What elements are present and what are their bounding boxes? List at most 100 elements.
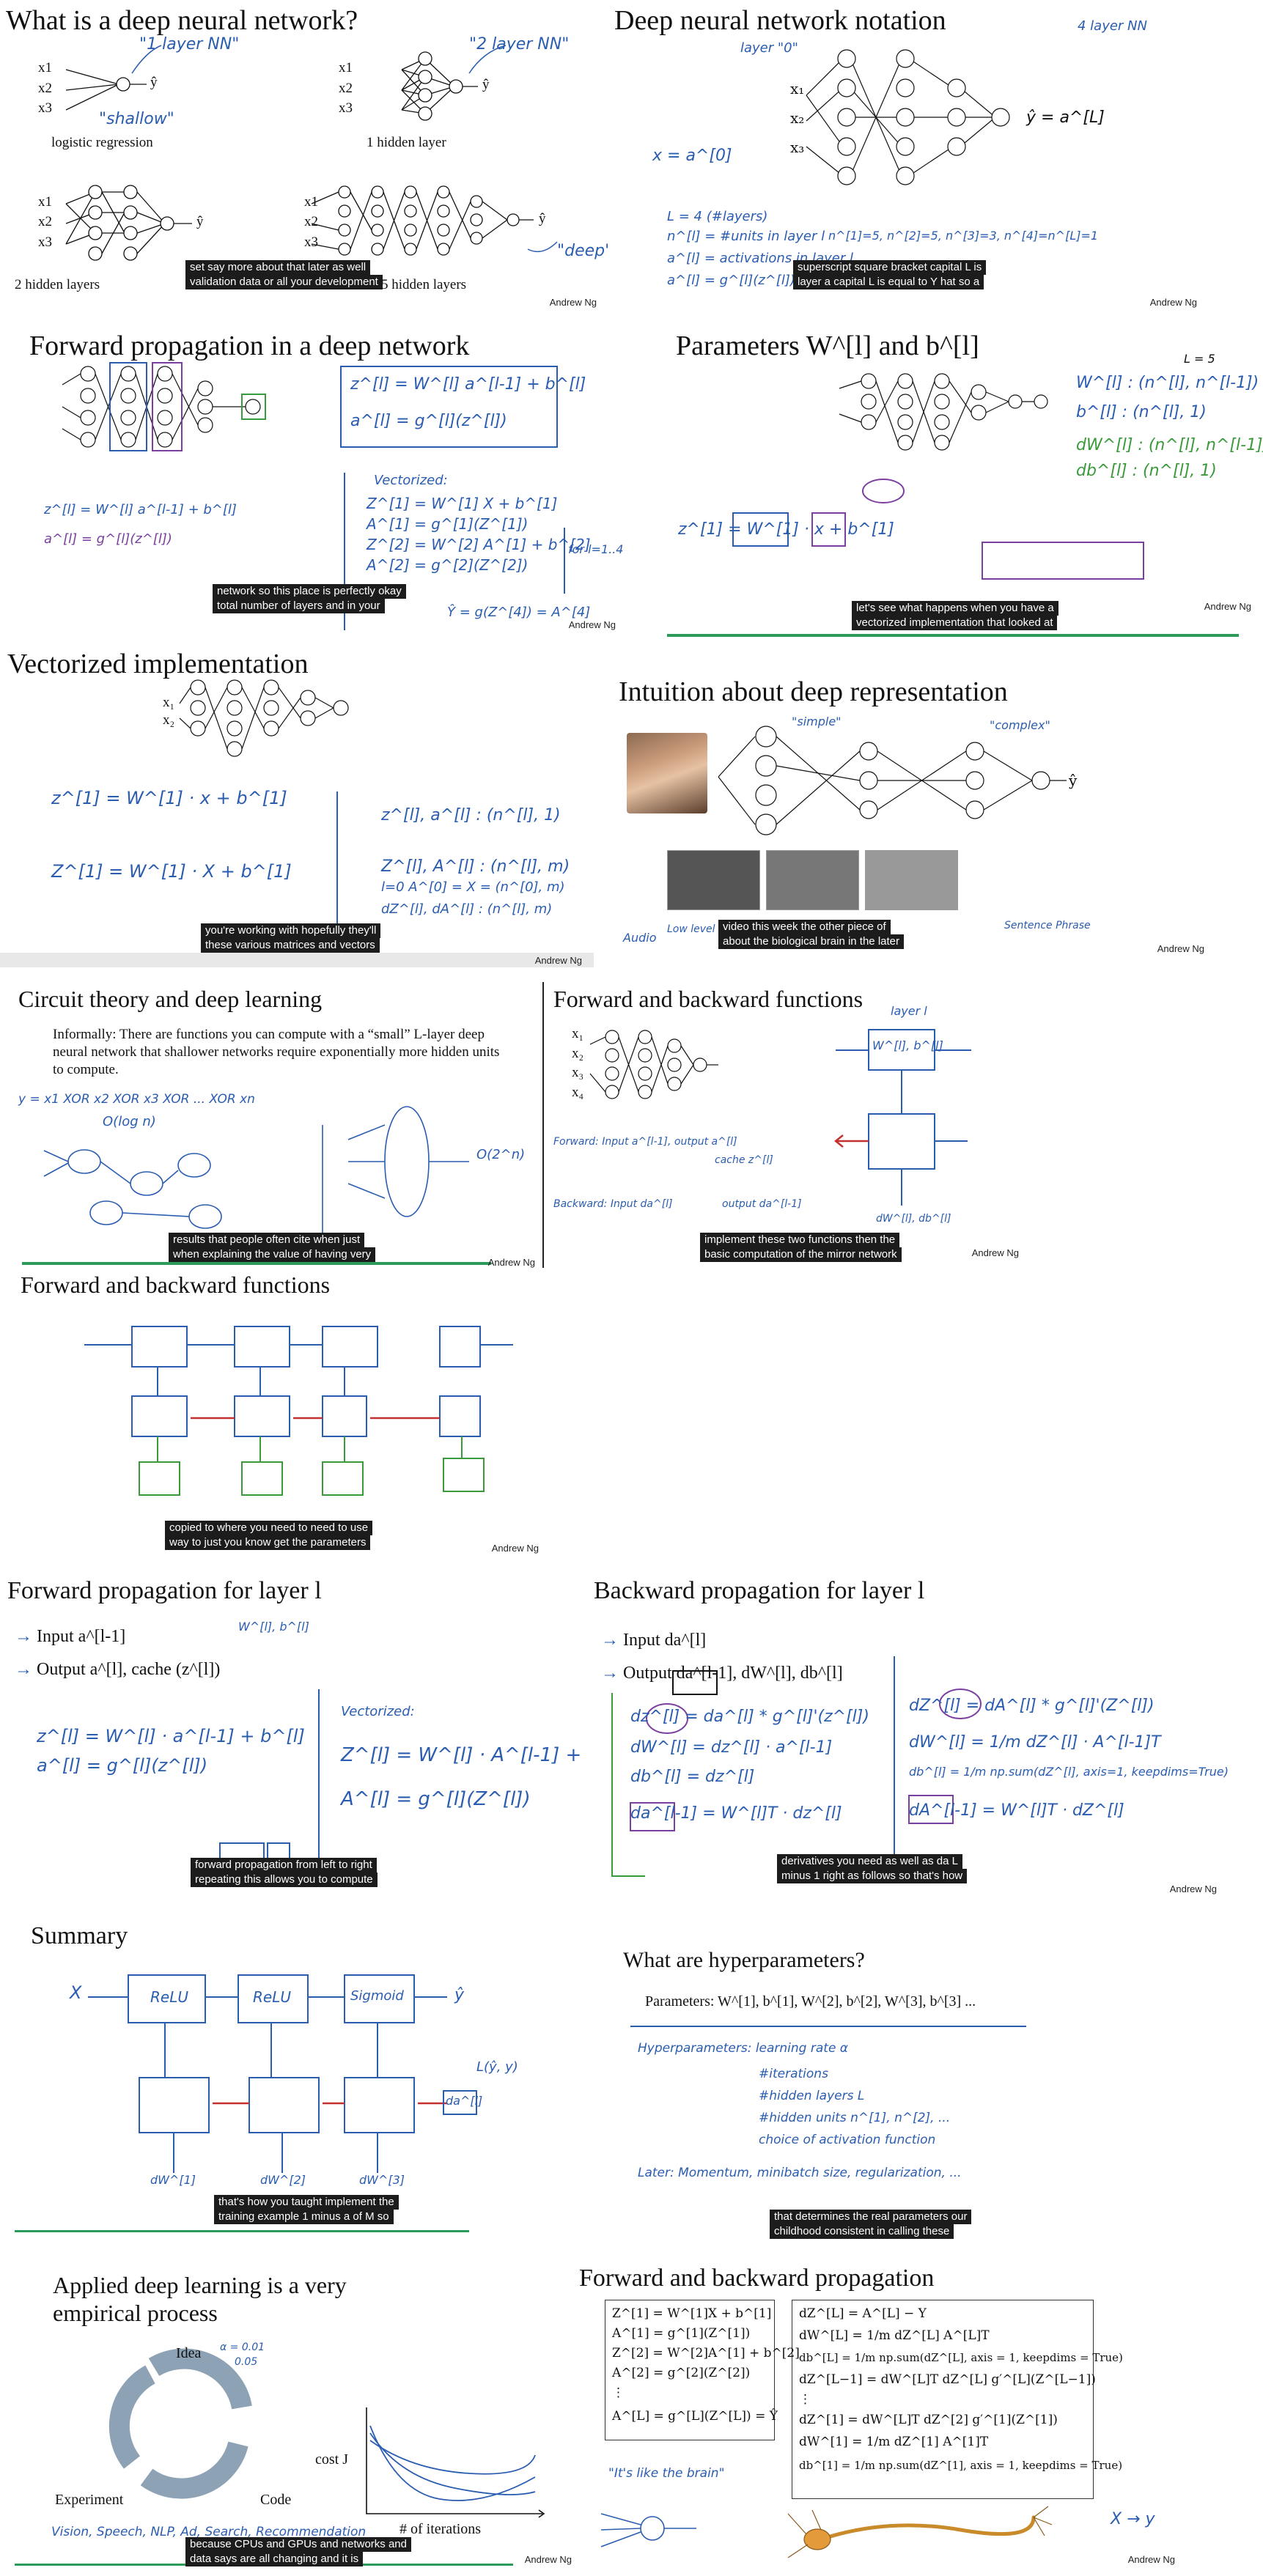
- author-credit: Andrew Ng: [524, 2554, 572, 2565]
- hand-formula: b^[l] : (n^[l], 1): [1076, 403, 1207, 421]
- slide-title: Parameters W^[l] and b^[l]: [676, 331, 979, 361]
- subtitle-line-1: derivatives you need as well as da L: [777, 1854, 962, 1869]
- subtitle-line-2: validation data or all your development: [185, 275, 383, 289]
- network-diagrams: [65, 45, 558, 261]
- hand-note: O(2^n): [476, 1147, 526, 1162]
- author-credit: Andrew Ng: [1149, 297, 1197, 308]
- parameters-diagram: [732, 373, 1144, 580]
- subtitle-line-1: results that people often cite when just: [169, 1233, 365, 1247]
- input-x1: x1: [38, 60, 52, 75]
- author-credit: Andrew Ng: [491, 1543, 539, 1554]
- hand-formula: db^[l] = 1/m np.sum(dZ^[l], axis=1, keep…: [909, 1765, 1229, 1779]
- subtitle-line-1: set say more about that later as well: [185, 260, 371, 275]
- svg-text:ŷ: ŷ: [1068, 772, 1078, 789]
- slide-backward-layer-l: Backward propagation for layer l → Input…: [586, 1568, 1231, 1905]
- cycle-code: Code: [260, 2492, 292, 2508]
- hand-formula: Z^[1] = W^[1] X + b^[1]: [367, 495, 558, 512]
- author-credit: Andrew Ng: [971, 1247, 1019, 1258]
- subtitle-line-2: layer a capital L is equal to Y hat so a: [793, 275, 984, 289]
- hand-note: n^[l] = #units in layer l: [667, 229, 825, 244]
- video-progress-bar[interactable]: [667, 634, 1239, 637]
- hand-formula: db^[l] : (n^[l], 1): [1076, 462, 1217, 480]
- slide-circuit-theory: Circuit theory and deep learning Informa…: [0, 978, 542, 1272]
- hand-formula: l=0 A^[0] = X = (n^[0], m): [381, 879, 565, 895]
- hand-note: da^[l]: [446, 2094, 483, 2108]
- face-features-image: [865, 850, 958, 910]
- slide-forward-backward-functions: Forward and backward functions x₁ x₂ x₃ …: [546, 978, 1092, 1272]
- author-credit: Andrew Ng: [487, 1257, 535, 1268]
- author-credit: Andrew Ng: [534, 955, 582, 966]
- subtitle-line-1: implement these two functions then the: [700, 1233, 900, 1247]
- hand-note: L = 5: [1184, 352, 1215, 366]
- subtitle-line-1: that determines the real parameters our: [770, 2210, 972, 2224]
- bwd-eq: dZ^[L] = A^[L] − Y: [799, 2306, 927, 2321]
- hand-formula: dW^[l] = 1/m dZ^[l] · A^[l-1]T: [909, 1733, 1161, 1752]
- subtitle-line-1: superscript square bracket capital L is: [793, 260, 987, 275]
- slide-parameters: Parameters W^[l] and b^[l] L = 5 W^[l] :…: [660, 322, 1263, 638]
- hand-note: α = 0.01: [220, 2341, 265, 2353]
- slide-forward-backward-chain: Forward and backward functions copied to…: [0, 1272, 546, 1565]
- layer-function-diagram: [589, 1029, 971, 1206]
- xor-tree-diagram: [43, 1106, 469, 1264]
- subtitle-line-1: because CPUs and GPUs and networks and: [185, 2537, 411, 2552]
- input-x3: x3: [304, 235, 318, 250]
- hand-note: W^[l], b^[l]: [238, 1620, 309, 1634]
- vectorized-network: [0, 679, 594, 967]
- hand-note: n^[1]=5, n^[2]=5, n^[3]=3, n^[4]=n^[L]=1: [828, 229, 1099, 243]
- subtitle-line-1: you're working with hopefully they'll: [201, 923, 381, 938]
- subtitle-line-1: network so this place is perfectly okay: [213, 584, 406, 599]
- hand-note: dW^[l], db^[l]: [876, 1213, 951, 1225]
- output-yhat: ŷ: [196, 214, 204, 229]
- hand-formula: z^[l] = W^[l] a^[l-1] + b^[l]: [44, 502, 237, 517]
- hand-note: Sigmoid: [350, 1988, 404, 2004]
- hand-note: "shallow": [99, 110, 174, 128]
- slide-title: Summary: [31, 1922, 128, 1949]
- hand-formula: dW^[l] = dz^[l] · a^[l-1]: [630, 1738, 833, 1757]
- hand-note: "complex": [990, 718, 1050, 732]
- fwd-eq: A^[2] = g^[2](Z^[2]): [612, 2366, 751, 2380]
- hand-formula: dz^[l] = da^[l] * g^[l]'(z^[l]): [630, 1708, 869, 1726]
- hand-note: layer l: [891, 1004, 927, 1018]
- hand-formula: Z^[2] = W^[2] A^[1] + b^[2]: [367, 536, 591, 553]
- slide-title: Vectorized implementation: [7, 649, 309, 679]
- author-credit: Andrew Ng: [549, 297, 597, 308]
- slide-vectorized: Vectorized implementation x₁ x₂ z^[1] = …: [0, 645, 594, 967]
- hand-note: W^[l], b^[l]: [872, 1038, 943, 1052]
- hand-note: ŷ = a^[L]: [1026, 108, 1105, 127]
- hand-note: Sentence Phrase: [1004, 920, 1091, 931]
- slide-empirical-process: Applied deep learning is a very empirica…: [0, 2257, 579, 2572]
- hand-formula: a^[l] = g^[l](z^[l]): [350, 412, 507, 430]
- author-credit: Andrew Ng: [1157, 943, 1204, 954]
- slide-title: Circuit theory and deep learning: [18, 986, 323, 1012]
- hand-formula: z^[l], a^[l] : (n^[l], 1): [381, 806, 561, 824]
- bullet-input: → Input da^[l]: [601, 1631, 707, 1650]
- informal-statement: Informally: There are functions you can …: [53, 1027, 500, 1077]
- hand-note: "deep": [557, 242, 608, 260]
- bwd-eq: db^[L] = 1/m np.sum(dZ^[L], axis = 1, ke…: [799, 2351, 1123, 2364]
- label-5-hidden-layers: 5 hidden layers: [381, 277, 467, 292]
- fwd-eq: A^[L] = g^[L](Z^[L]) = Ŷ: [612, 2409, 778, 2424]
- subtitle-line-2: vectorized implementation that looked at: [852, 616, 1058, 630]
- bullet-input: → Input a^[l-1]: [15, 1627, 126, 1646]
- video-progress-bar[interactable]: [22, 1262, 491, 1265]
- input-x3: x3: [38, 100, 52, 116]
- fwd-eq: ⋮: [612, 2385, 625, 2400]
- hand-note: 0.05: [235, 2356, 258, 2368]
- slide-title: What are hyperparameters?: [623, 1948, 865, 1972]
- hand-note: Forward: Input a^[l-1], output a^[l]: [553, 1136, 737, 1148]
- subtitle-line-1: video this week the other piece of: [718, 920, 891, 934]
- hand-note: Vectorized:: [341, 1704, 415, 1719]
- hand-formula: a^[l] = g^[l](z^[l]): [44, 531, 172, 547]
- bullet-output: → Output a^[l], cache (z^[l]): [15, 1660, 221, 1679]
- hand-formula: A^[l] = g^[l](Z^[l]): [341, 1788, 531, 1810]
- hand-note: dW^[2]: [260, 2173, 306, 2187]
- label-1-hidden-layer: 1 hidden layer: [367, 135, 446, 150]
- bullet-text: Input da^[l]: [623, 1631, 707, 1650]
- subtitle-line-1: that's how you taught implement the: [214, 2195, 399, 2210]
- subtitle-line-2: repeating this allows you to compute: [191, 1872, 378, 1887]
- slide-title: Deep neural network notation: [614, 5, 946, 36]
- slide-forward-layer-l: Forward propagation for layer l → Input …: [0, 1568, 586, 1891]
- forward-prop-diagram: [62, 362, 565, 630]
- hand-formula: W^[l] : (n^[l], n^[l-1]): [1076, 374, 1259, 392]
